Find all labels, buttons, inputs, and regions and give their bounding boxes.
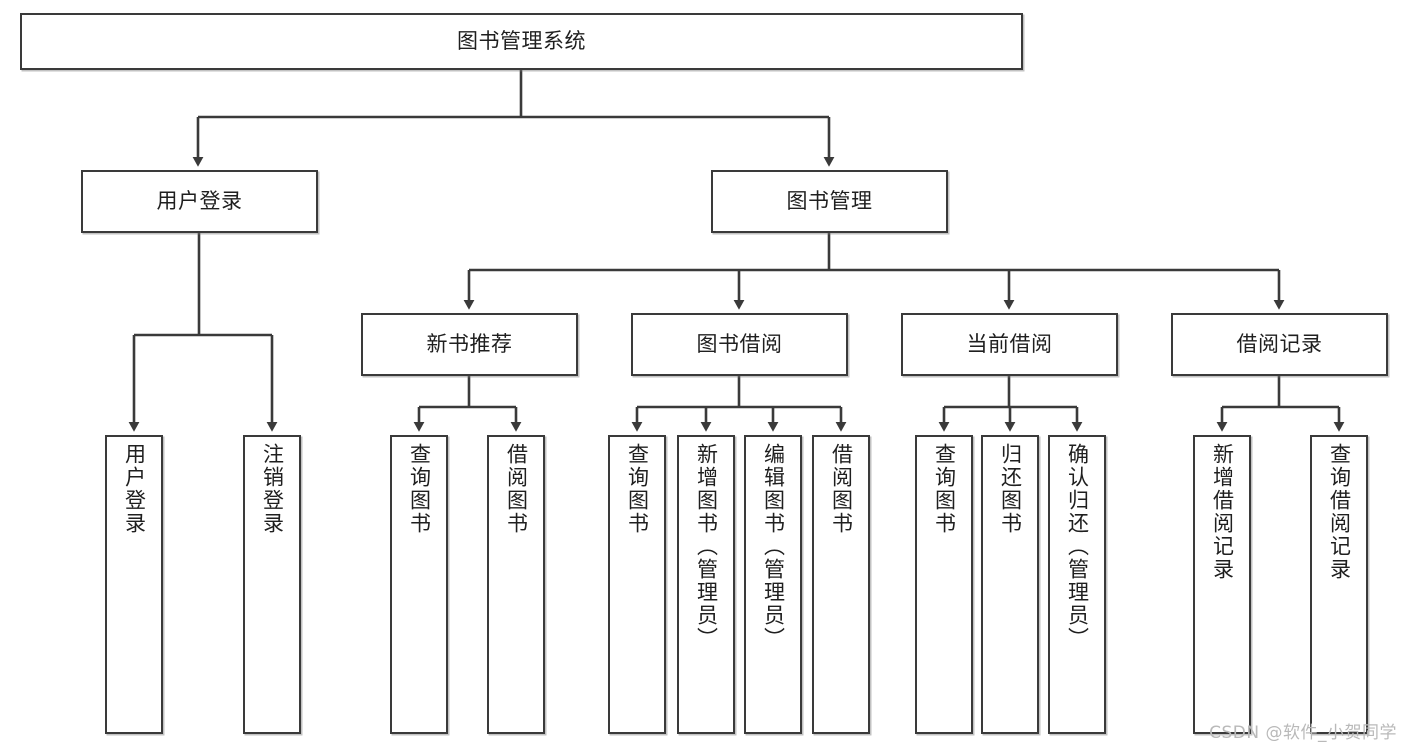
node-leaf-confirm-return-label: 确认归还（管理员） — [1065, 443, 1090, 650]
node-book-manage-label: 图书管理 — [786, 189, 873, 214]
node-leaf-logout-login[interactable]: 注销登录 — [243, 435, 301, 734]
node-leaf-query-record-label: 查询借阅记录 — [1327, 443, 1352, 581]
node-leaf-query-book-2[interactable]: 查询图书 — [608, 435, 666, 734]
node-leaf-user-login-label: 用户登录 — [122, 443, 147, 535]
node-leaf-edit-book-label: 编辑图书（管理员） — [761, 443, 786, 650]
node-leaf-add-record-label: 新增借阅记录 — [1210, 443, 1235, 581]
node-leaf-borrow-book-2-label: 借阅图书 — [829, 443, 854, 535]
node-leaf-confirm-return[interactable]: 确认归还（管理员） — [1048, 435, 1106, 734]
node-current-borrow[interactable]: 当前借阅 — [901, 313, 1118, 376]
node-leaf-add-book-label: 新增图书（管理员） — [694, 443, 719, 650]
node-leaf-borrow-book-2[interactable]: 借阅图书 — [812, 435, 870, 734]
node-book-borrow[interactable]: 图书借阅 — [631, 313, 848, 376]
node-leaf-query-book-3[interactable]: 查询图书 — [915, 435, 973, 734]
node-user-login-label: 用户登录 — [156, 189, 243, 214]
node-root-label: 图书管理系统 — [457, 29, 586, 54]
node-leaf-query-book-1-label: 查询图书 — [407, 443, 432, 535]
node-leaf-logout-login-label: 注销登录 — [260, 443, 285, 535]
node-leaf-add-book[interactable]: 新增图书（管理员） — [677, 435, 735, 734]
node-book-manage[interactable]: 图书管理 — [711, 170, 948, 233]
node-leaf-borrow-book-1-label: 借阅图书 — [504, 443, 529, 535]
node-new-book-recommend[interactable]: 新书推荐 — [361, 313, 578, 376]
node-current-borrow-label: 当前借阅 — [966, 332, 1053, 357]
node-borrow-record[interactable]: 借阅记录 — [1171, 313, 1388, 376]
watermark: CSDN @软件_小贺同学 — [1209, 723, 1397, 743]
node-root[interactable]: 图书管理系统 — [20, 13, 1023, 70]
node-leaf-query-book-2-label: 查询图书 — [625, 443, 650, 535]
node-leaf-add-record[interactable]: 新增借阅记录 — [1193, 435, 1251, 734]
node-borrow-record-label: 借阅记录 — [1236, 332, 1323, 357]
node-leaf-return-book-label: 归还图书 — [998, 443, 1023, 535]
node-leaf-query-book-1[interactable]: 查询图书 — [390, 435, 448, 734]
node-leaf-edit-book[interactable]: 编辑图书（管理员） — [744, 435, 802, 734]
node-leaf-query-book-3-label: 查询图书 — [932, 443, 957, 535]
node-leaf-query-record[interactable]: 查询借阅记录 — [1310, 435, 1368, 734]
node-leaf-user-login[interactable]: 用户登录 — [105, 435, 163, 734]
node-new-book-recommend-label: 新书推荐 — [426, 332, 513, 357]
node-user-login[interactable]: 用户登录 — [81, 170, 318, 233]
node-leaf-borrow-book-1[interactable]: 借阅图书 — [487, 435, 545, 734]
node-book-borrow-label: 图书借阅 — [696, 332, 783, 357]
node-leaf-return-book[interactable]: 归还图书 — [981, 435, 1039, 734]
